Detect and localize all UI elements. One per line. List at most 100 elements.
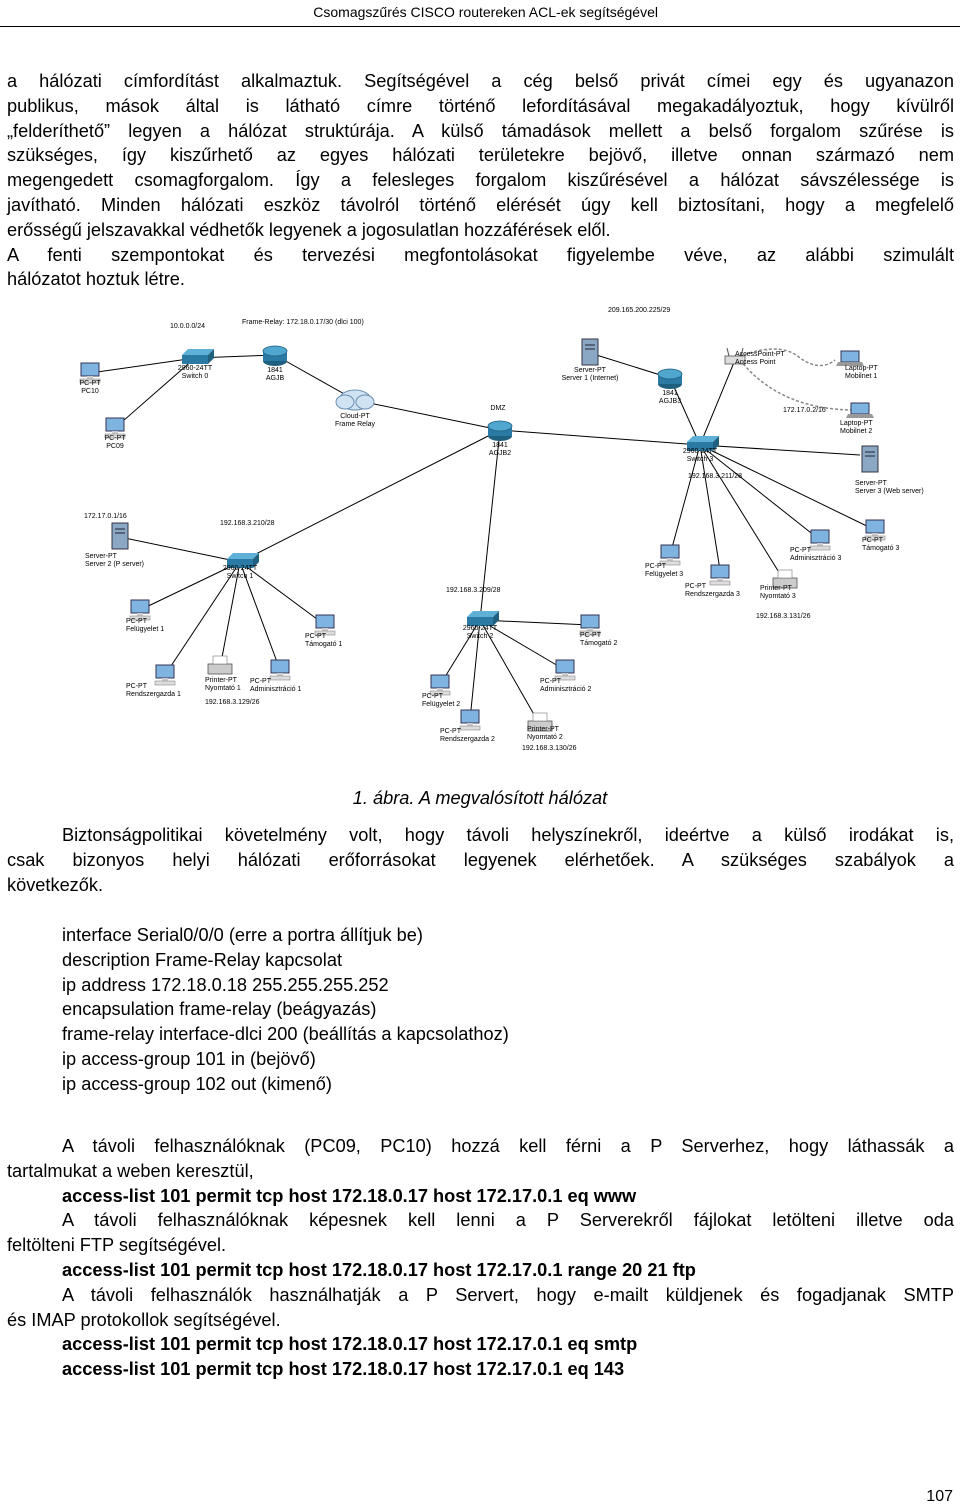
diagram-label-net-209-3: 192.168.3.209/28: [446, 587, 501, 594]
admin2-icon: [554, 659, 576, 681]
config-line: ip address 172.18.0.18 255.255.255.252: [62, 974, 389, 995]
laptop1-icon: [835, 350, 865, 367]
switch2-icon: [467, 611, 499, 626]
rule-command: access-list 101 permit tcp host 172.18.0…: [62, 1334, 638, 1355]
rule-command: access-list 101 permit tcp host 172.18.0…: [62, 1359, 625, 1380]
rules-section: A távoli felhasználóknak (PC09, PC10) ho…: [7, 1134, 954, 1382]
intro-line: erősségű jelszavakkal védhetők legyenek …: [7, 219, 611, 240]
rule-command: access-list 101 permit tcp host 172.18.0…: [62, 1259, 696, 1280]
config-line: frame-relay interface-dlci 200 (beállítá…: [62, 1024, 509, 1045]
header-title: Csomagszűrés CISCO routereken ACL-ek seg…: [313, 4, 658, 20]
intro-line: megengedett csomagforgalom. Így a felesl…: [7, 170, 954, 191]
page-number: 107: [926, 1488, 953, 1505]
rendszer3-icon: [709, 564, 731, 586]
cloud-icon: [335, 389, 375, 411]
server3-icon: [861, 445, 879, 473]
rendszer1-icon: [154, 664, 176, 686]
diagram-label-dmz: DMZ: [490, 405, 506, 412]
router-agjb2-icon: [487, 420, 513, 442]
intro-line: „felderíthető” legyen a hálózat struktúr…: [7, 120, 954, 141]
diagram-label-net-172-17-0-2: 172.17.0.2/16: [783, 407, 826, 414]
rule-text: feltölteni FTP segítségével.: [7, 1235, 227, 1256]
router-agjb3-icon: [657, 368, 683, 390]
config-line: encapsulation frame-relay (beágyazás): [62, 999, 377, 1020]
figure-caption: 1. ábra. A megvalósított hálózat: [352, 788, 608, 808]
admin3-icon: [809, 529, 831, 551]
policy-paragraph: Biztonságpolitikai követelmény volt, hog…: [7, 823, 954, 897]
config-line: ip access-group 102 out (kimenő): [62, 1073, 332, 1094]
config-line: ip access-group 101 in (bejövő): [62, 1048, 316, 1069]
intro-line: hálózatot hoztuk létre.: [7, 269, 185, 290]
config-block: interface Serial0/0/0 (erre a portra áll…: [62, 923, 509, 1097]
diagram-label-net-129: 192.168.3.129/26: [205, 699, 260, 706]
policy-line: Biztonságpolitikai követelmény volt, hog…: [62, 825, 954, 845]
intro-paragraph: a hálózati címfordítást alkalmaztuk. Seg…: [7, 69, 954, 292]
rule-text: és IMAP protokollok segítségével.: [7, 1309, 281, 1330]
diagram-label-net-131: 192.168.3.131/26: [756, 613, 811, 620]
intro-line: A fenti szempontokat és tervezési megfon…: [7, 244, 954, 265]
rendszer2-icon: [459, 709, 481, 731]
diagram-label-net-10: 10.0.0.0/24: [170, 323, 205, 330]
printer1-icon: [207, 655, 233, 675]
diagram-label-net-211: 192.168.3.211/28: [688, 473, 742, 480]
diagram-label-net-130: 192.168.3.130/26: [522, 745, 577, 752]
admin1-icon: [269, 659, 291, 681]
server2-icon: [111, 522, 129, 550]
network-diagram: 10.0.0.0/24 Frame-Relay: 172.18.0.17/30 (…: [79, 307, 924, 752]
intro-line: javítható. Minden hálózati eszköz távolr…: [7, 194, 954, 215]
config-line: interface Serial0/0/0 (erre a portra áll…: [62, 925, 423, 945]
rule-text: A távoli felhasználóknak (PC09, PC10) ho…: [62, 1136, 954, 1156]
rule-text: tartalmukat a weben keresztül,: [7, 1160, 254, 1181]
config-line: description Frame-Relay kapcsolat: [62, 949, 342, 970]
diagram-label-frame-relay-label: Frame-Relay: 172.18.0.17/30 (dlci 100): [242, 319, 364, 326]
switch0-icon: [182, 349, 214, 364]
page-header: Csomagszűrés CISCO routereken ACL-ek seg…: [0, 0, 960, 27]
policy-line: következők.: [7, 874, 104, 895]
intro-line: szükséges, így kiszűrhető az egyes hálóz…: [7, 145, 954, 166]
intro-line: publikus, mások által is látható címre t…: [7, 95, 954, 116]
intro-line: a hálózati címfordítást alkalmaztuk. Seg…: [7, 71, 954, 91]
rule-command: access-list 101 permit tcp host 172.18.0…: [62, 1185, 637, 1206]
server1-icon: [581, 338, 599, 366]
felugyelet2-icon: [429, 674, 451, 696]
diagram-label-net-209: 209.165.200.225/29: [608, 307, 670, 314]
felugyelet3-icon: [659, 544, 681, 566]
policy-line: csak bizonyos helyi hálózati erőforrások…: [7, 849, 954, 870]
rule-text: A távoli felhasználók használhatják a P …: [62, 1284, 954, 1305]
rule-text: A távoli felhasználóknak képesnek kell l…: [62, 1210, 954, 1231]
diagram-label-net-172-17-0-1: 172.17.0.1/16: [84, 513, 127, 520]
diagram-label-net-210: 192.168.3.210/28: [220, 520, 275, 527]
router-agjb-icon: [262, 345, 288, 367]
tamogato1-icon: [314, 614, 336, 636]
